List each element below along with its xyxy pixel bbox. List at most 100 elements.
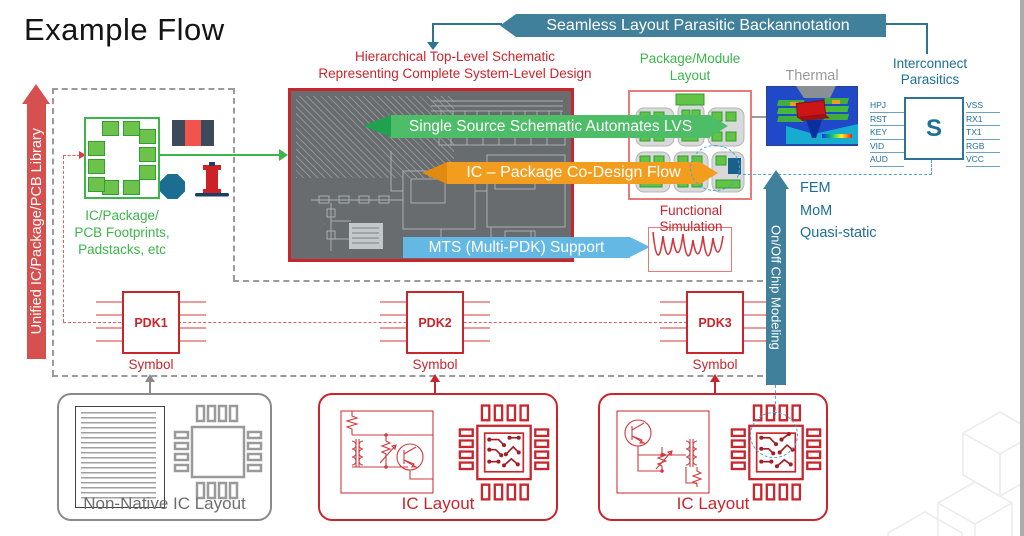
thermal-label: Thermal — [785, 68, 839, 84]
library-banner-label: Unified IC/Package/PCB Library — [28, 127, 45, 335]
onoff-banner-label: On/Off Chip Modeling — [768, 224, 784, 350]
onoff-banner: On/Off Chip Modeling — [766, 189, 786, 385]
modeling-methods: FEM MoM Quasi-static — [800, 177, 877, 245]
slide-edge — [1020, 0, 1024, 536]
lvs-banner-chevron — [363, 115, 391, 137]
red-chip-icon — [458, 404, 550, 501]
connector-nonnative-up — [149, 382, 151, 394]
connector-iclayout1-up — [434, 382, 436, 394]
netlist-text-lines — [81, 412, 156, 501]
resistor-end — [200, 120, 214, 146]
lvs-banner-tip — [710, 115, 728, 137]
pin-label: AUD — [870, 153, 904, 167]
arrow-up-red-icon — [710, 374, 720, 382]
pad — [139, 165, 156, 180]
arrow-up-red-icon — [430, 374, 440, 382]
connector-backannotation-left — [433, 23, 502, 25]
schematic-caption: Hierarchical Top-Level Schematic Represe… — [318, 49, 592, 81]
codesign-banner: IC – Package Co-Design Flow — [447, 162, 700, 184]
pad — [88, 177, 105, 192]
functional-waveform-box — [648, 227, 732, 272]
ic-layout-box-1: IC Layout — [318, 393, 558, 521]
pin-label: KEY — [870, 126, 904, 140]
sparameter-label: S — [925, 114, 942, 142]
pad — [139, 147, 156, 162]
hex-pattern-decoration — [887, 411, 1022, 536]
pdk1-symbol-box: PDK1 — [122, 291, 180, 354]
modeling-method: MoM — [800, 202, 833, 219]
connector-onoff-to-chip — [775, 385, 776, 415]
pad — [88, 159, 105, 174]
netlist-document — [75, 406, 165, 508]
package-highlight-circle — [690, 145, 740, 191]
pin-label: RST — [870, 113, 904, 127]
circuit-schematic-icon — [616, 410, 710, 494]
arrow-up-gray-icon — [145, 374, 155, 382]
footprint-icon — [84, 117, 160, 199]
mts-banner-label: MTS (Multi-PDK) Support — [428, 239, 605, 256]
pdk3-right-pins — [744, 301, 770, 343]
connector-library-down — [63, 156, 64, 322]
connector-footprint-to-schematic — [159, 154, 280, 156]
library-banner-arrow — [22, 84, 50, 104]
pdk1-name: PDK1 — [134, 315, 168, 330]
non-native-ic-layout-label: Non-Native IC Layout — [83, 494, 246, 513]
onoff-banner-arrow — [763, 170, 789, 189]
connector-package-to-thermal — [752, 116, 766, 118]
ic-layout-box-2: IC Layout — [598, 393, 828, 521]
mts-banner-tip — [630, 237, 650, 257]
footprint-caption: IC/Package/ PCB Footprints, Padstacks, e… — [74, 208, 170, 257]
pad — [139, 129, 156, 144]
connector-pdk-chain — [63, 322, 687, 323]
connector-sbox-down — [931, 160, 932, 175]
connector-library-to-footprint — [63, 155, 80, 156]
dashed-region-mid — [233, 280, 763, 282]
thermal-image — [766, 86, 858, 146]
codesign-banner-label: IC – Package Co-Design Flow — [466, 164, 681, 181]
codesign-banner-chevron — [422, 162, 447, 184]
connector-backannotation-left-drop — [432, 23, 434, 42]
pad — [88, 141, 105, 156]
pdk2-caption: Symbol — [412, 357, 458, 372]
circuit-schematic-icon — [340, 410, 434, 494]
resistor-body — [185, 120, 201, 146]
pin-label: VSS — [966, 99, 1000, 113]
dashed-region-bottom — [52, 375, 763, 377]
pdk2-symbol-box: PDK2 — [406, 291, 464, 354]
lvs-banner: Single Source Schematic Automates LVS — [391, 115, 710, 138]
connector-backannotation-right-drop — [926, 23, 928, 54]
connector-iclayout2-up — [714, 382, 716, 394]
connector-sbox-to-package — [738, 174, 932, 175]
gray-chip-icon — [173, 404, 263, 500]
pdk2-name: PDK2 — [418, 315, 452, 330]
pad — [102, 121, 119, 136]
connector-backannotation-right — [886, 23, 928, 25]
pdk1-caption: Symbol — [128, 357, 174, 372]
functional-caption: Functional Simulation — [659, 203, 723, 234]
interconnect-caption: Interconnect Parasitics — [892, 56, 968, 87]
modeling-method: FEM — [800, 180, 831, 196]
pdk3-symbol-box: PDK3 — [686, 291, 744, 354]
via-icon — [160, 174, 185, 199]
chip-highlight-circle — [750, 412, 798, 458]
dashed-region-left — [52, 88, 54, 376]
pad — [123, 121, 140, 136]
sparameter-left-pins: HPJ RST KEY VID AUD — [870, 99, 904, 167]
lvs-banner-label: Single Source Schematic Automates LVS — [408, 118, 693, 135]
sparameter-box: S — [904, 97, 964, 160]
ic-layout-label: IC Layout — [676, 494, 750, 513]
pin-label: TX1 — [966, 126, 1000, 140]
dashed-region-top — [52, 88, 234, 90]
non-native-ic-layout-box: Non-Native IC Layout — [57, 393, 272, 521]
arrow-down-icon — [427, 42, 439, 50]
pin-label: RX1 — [966, 113, 1000, 127]
arrow-right-green-icon — [279, 149, 288, 161]
pin-label: RGB — [966, 140, 1000, 154]
modeling-method: Quasi-static — [800, 225, 877, 241]
pin-label: VID — [870, 140, 904, 154]
page-title: Example Flow — [24, 12, 225, 47]
pin-label: VCC — [966, 153, 1000, 167]
backannotation-banner: Seamless Layout Parasitic Backannotation — [500, 14, 886, 37]
inductor-icon — [195, 162, 229, 197]
arrow-right-red-icon — [79, 151, 86, 159]
